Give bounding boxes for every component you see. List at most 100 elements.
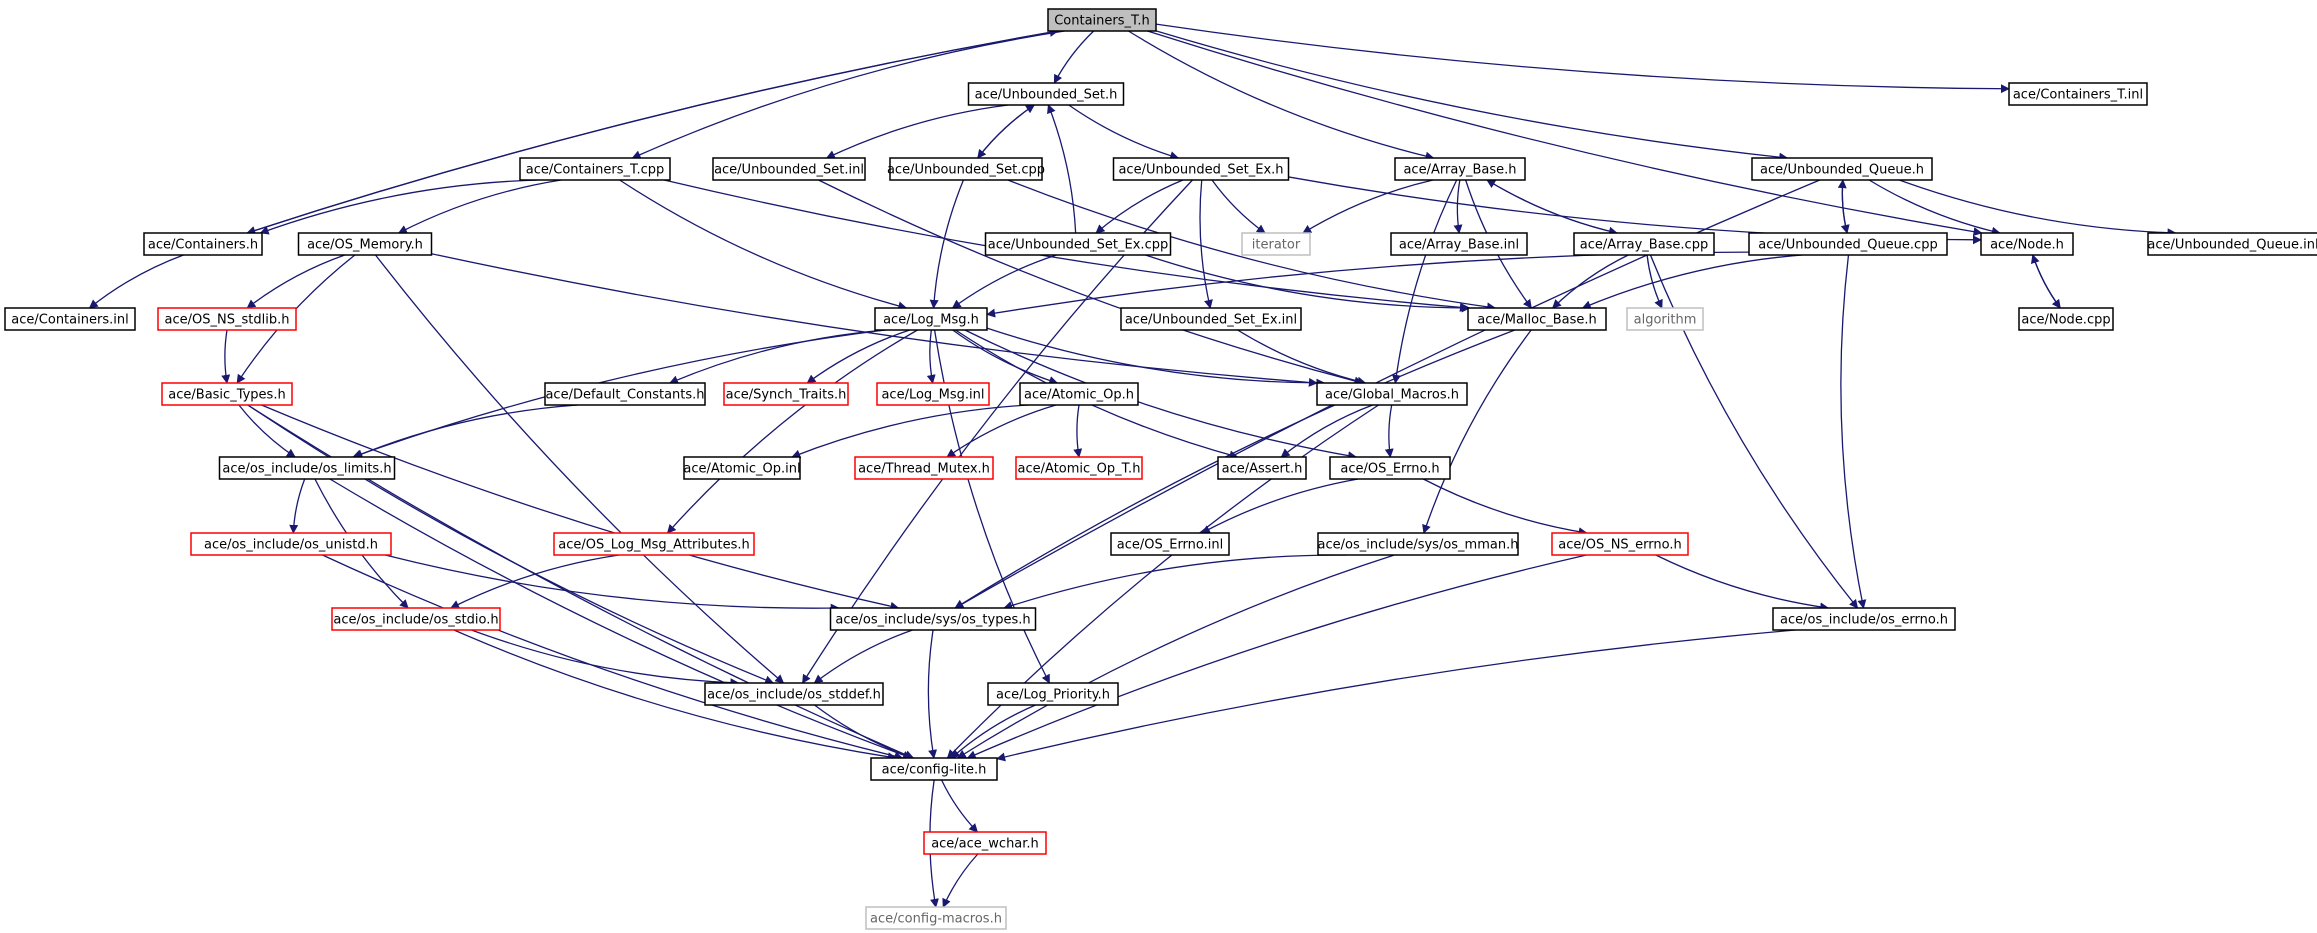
node-box (829, 607, 1037, 631)
node-containers-t-h[interactable]: Containers_T.h (1047, 8, 1157, 32)
edge-unbounded_set_ex_h-to-iterator (1211, 179, 1266, 234)
node-ace-wchar-h[interactable]: ace/ace_wchar.h (923, 831, 1047, 855)
edge-containers_t_h-to-array_base_h (1128, 30, 1435, 161)
node-box (553, 532, 755, 556)
node-malloc-base-h[interactable]: ace/Malloc_Base.h (1467, 307, 1607, 331)
node-os-errno-ace-h[interactable]: ace/OS_Errno.h (1329, 456, 1451, 480)
node-box (2018, 307, 2114, 331)
edge-os_ns_stdlib_h-to-basic_types_h (221, 329, 231, 384)
node-label: ace/OS_Errno.inl (1117, 538, 1223, 553)
node-unbounded-set-ex-cpp[interactable]: ace/Unbounded_Set_Ex.cpp (984, 232, 1172, 256)
edge-containers_t_h-to-node_h (1147, 30, 1983, 237)
node-os-stdio-h[interactable]: ace/os_include/os_stdio.h (331, 607, 501, 631)
node-unbounded-set-ex-h[interactable]: ace/Unbounded_Set_Ex.h (1112, 157, 1290, 181)
node-os-log-msg-attributes-h[interactable]: ace/OS_Log_Msg_Attributes.h (553, 532, 755, 556)
edge-node_h-to-node_cpp (2032, 254, 2061, 309)
node-os-types-h[interactable]: ace/os_include/sys/os_types.h (829, 607, 1037, 631)
node-label: ace/Log_Msg.h (883, 313, 979, 328)
edge-unbounded_queue_h-to-unbounded_queue_inl (1899, 179, 2177, 238)
node-unbounded-set-inl[interactable]: ace/Unbounded_Set.inl (712, 157, 866, 181)
node-label: ace/Synch_Traits.h (726, 388, 847, 403)
node-box (331, 607, 501, 631)
edge-containers_t_h-to-containers_t_cpp (631, 30, 1065, 159)
node-synch-traits-h[interactable]: ace/Synch_Traits.h (723, 382, 849, 406)
edge-unbounded_set_ex_cpp-to-unbounded_set_h (1047, 104, 1077, 234)
edge-array_base_cpp-to-algorithm (1646, 254, 1663, 309)
node-label: ace/Unbounded_Set.cpp (887, 163, 1045, 178)
edge-containers_t_h-to-unbounded_queue_h (1155, 30, 1789, 162)
node-label: ace/Unbounded_Set.h (975, 88, 1118, 103)
edge-containers_t_h-to-containers_t_inl (1155, 23, 2010, 94)
edge-os_log_msg_attributes_h-to-os_stdio_h (450, 554, 620, 609)
node-unbounded-queue-inl[interactable]: ace/Unbounded_Queue.inl (2147, 232, 2317, 256)
node-global-macros-h[interactable]: ace/Global_Macros.h (1316, 382, 1468, 406)
node-label: ace/Log_Msg.inl (881, 388, 984, 403)
edge-node_cpp-to-node_h (2031, 254, 2061, 309)
edge-log_msg_h-to-os_errno_ace_h (964, 329, 1357, 461)
node-unbounded-set-cpp[interactable]: ace/Unbounded_Set.cpp (887, 157, 1045, 181)
node-containers-t-inl[interactable]: ace/Containers_T.inl (2008, 82, 2148, 106)
node-atomic-op-inl[interactable]: ace/Atomic_Op.inl (683, 456, 801, 480)
node-label: ace/Unbounded_Set_Ex.cpp (988, 238, 1168, 253)
edge-log_msg_h-to-synch_traits_h (806, 329, 910, 384)
node-label: ace/os_include/sys/os_types.h (835, 613, 1030, 628)
edge-array_base_cpp-to-malloc_base_h (1552, 254, 1629, 309)
node-os-errno-inl[interactable]: ace/OS_Errno.inl (1110, 532, 1230, 556)
node-box (723, 382, 849, 406)
node-log-priority-h[interactable]: ace/Log_Priority.h (987, 682, 1119, 706)
node-os-ns-stdlib-h[interactable]: ace/OS_NS_stdlib.h (157, 307, 297, 331)
node-unbounded-queue-cpp[interactable]: ace/Unbounded_Queue.cpp (1748, 232, 1948, 256)
node-node-h[interactable]: ace/Node.h (1980, 232, 2074, 256)
node-label: ace/Thread_Mutex.h (858, 462, 990, 477)
node-containers-inl[interactable]: ace/Containers.inl (4, 307, 136, 331)
node-iterator[interactable]: iterator (1241, 232, 1311, 256)
node-containers-t-cpp[interactable]: ace/Containers_T.cpp (519, 157, 671, 181)
edge-containers_t_cpp-to-os_memory_h (397, 179, 562, 234)
node-box (889, 157, 1043, 181)
node-box (190, 532, 392, 556)
node-os-unistd-h[interactable]: ace/os_include/os_unistd.h (190, 532, 392, 556)
node-log-msg-inl[interactable]: ace/Log_Msg.inl (876, 382, 990, 406)
node-node-cpp[interactable]: ace/Node.cpp (2018, 307, 2114, 331)
node-box (1316, 382, 1468, 406)
node-array-base-h[interactable]: ace/Array_Base.h (1394, 157, 1526, 181)
edge-log_msg_h-to-log_priority_h (933, 329, 1050, 684)
node-os-include-errno-h[interactable]: ace/os_include/os_errno.h (1772, 607, 1956, 631)
edge-malloc_base_h-to-os_mman_h (1422, 329, 1532, 534)
node-label: ace/Array_Base.h (1403, 163, 1516, 178)
node-unbounded-set-ex-inl[interactable]: ace/Unbounded_Set_Ex.inl (1120, 307, 1302, 331)
node-config-macros-h[interactable]: ace/config-macros.h (865, 906, 1007, 930)
edge-containers_t_cpp-to-log_msg_h (619, 179, 908, 311)
edge-config_lite_h-to-ace_wchar_h (940, 779, 979, 833)
edge-os_ns_errno_h-to-config_lite_h (966, 554, 1587, 759)
node-os-mman-h[interactable]: ace/os_include/sys/os_mman.h (1317, 532, 1519, 556)
node-os-stddef-h[interactable]: ace/os_include/os_stddef.h (704, 682, 884, 706)
edge-os_stdio_h-to-os_stddef_h (471, 629, 740, 688)
node-default-constants-h[interactable]: ace/Default_Constants.h (544, 382, 706, 406)
edge-unbounded_set_h-to-unbounded_set_ex_h (1068, 104, 1180, 160)
node-config-lite-h[interactable]: ace/config-lite.h (870, 757, 998, 781)
node-box (1047, 8, 1157, 32)
node-label: ace/Global_Macros.h (1325, 388, 1459, 403)
node-label: ace/Unbounded_Set.inl (714, 163, 864, 178)
node-os-limits-h[interactable]: ace/os_include/os_limits.h (218, 456, 396, 480)
node-thread-mutex-h[interactable]: ace/Thread_Mutex.h (854, 456, 994, 480)
node-os-memory-h[interactable]: ace/OS_Memory.h (297, 232, 433, 256)
node-atomic-op-h[interactable]: ace/Atomic_Op.h (1019, 382, 1139, 406)
node-array-base-inl[interactable]: ace/Array_Base.inl (1390, 232, 1528, 256)
node-label: ace/Default_Constants.h (545, 388, 704, 403)
node-unbounded-set-h[interactable]: ace/Unbounded_Set.h (967, 82, 1125, 106)
node-log-msg-h[interactable]: ace/Log_Msg.h (874, 307, 988, 331)
node-os-ns-errno-h[interactable]: ace/OS_NS_errno.h (1551, 532, 1689, 556)
node-basic-types-h[interactable]: ace/Basic_Types.h (161, 382, 293, 406)
node-atomic-op-t-h[interactable]: ace/Atomic_Op_T.h (1015, 456, 1143, 480)
edge-containers_t_h-to-unbounded_set_h (1053, 30, 1095, 84)
node-algorithm[interactable]: algorithm (1626, 307, 1704, 331)
edge-os_mman_h-to-config_lite_h (956, 554, 1395, 759)
edge-containers_t_cpp-to-containers_h (259, 179, 538, 235)
edge-os_types_h-to-config_lite_h (927, 629, 938, 759)
node-containers-h[interactable]: ace/Containers.h (143, 232, 263, 256)
node-array-base-cpp[interactable]: ace/Array_Base.cpp (1573, 232, 1715, 256)
node-assert-h[interactable]: ace/Assert.h (1217, 456, 1307, 480)
node-unbounded-queue-h[interactable]: ace/Unbounded_Queue.h (1751, 157, 1933, 181)
